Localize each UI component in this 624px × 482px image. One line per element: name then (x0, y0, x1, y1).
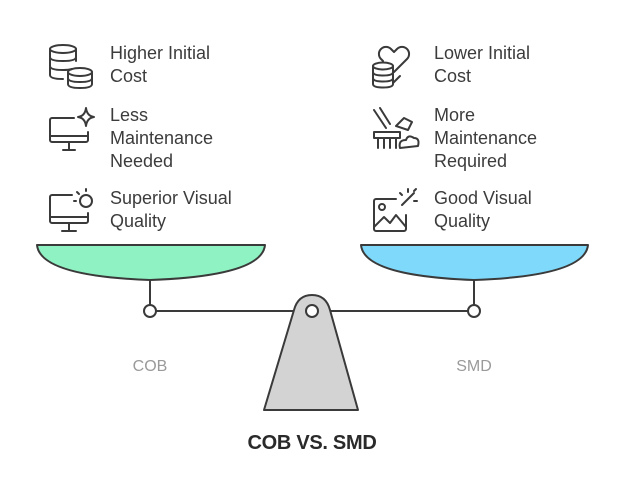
left-item-1-label: Higher Initial Cost (110, 43, 211, 86)
left-item-2: Less Maintenance Needed (46, 104, 213, 173)
left-pan (36, 244, 266, 281)
stand-pivot (305, 304, 319, 318)
monitor-sparkle-icon (49, 107, 95, 151)
left-side-label: COB (132, 358, 168, 375)
heart-coins-icon (372, 45, 411, 89)
left-item-2-label: Less Maintenance Needed (110, 105, 214, 171)
right-item-1: Lower Initial Cost (370, 42, 530, 92)
left-item-1: Higher Initial Cost (46, 42, 210, 92)
right-item-3: Good Visual Quality (370, 187, 532, 237)
right-item-2: More Maintenance Required (370, 104, 537, 173)
left-item-3-label: Superior Visual Quality (110, 188, 232, 231)
cleaning-brush-icon (373, 107, 420, 149)
monitor-sun-icon (49, 188, 93, 232)
left-pivot (143, 304, 157, 318)
scale-stand (263, 294, 359, 411)
image-sparkle-icon (373, 188, 418, 232)
right-item-3-label: Good Visual Quality (434, 188, 532, 231)
coin-stack-icon (49, 44, 93, 89)
right-item-1-label: Lower Initial Cost (434, 43, 531, 86)
left-item-3: Superior Visual Quality (46, 187, 232, 237)
right-item-2-label: More Maintenance Required (434, 105, 538, 171)
right-pivot (467, 304, 481, 318)
right-pan (360, 244, 589, 281)
right-side-label: SMD (456, 358, 492, 375)
diagram-title: COB VS. SMD (247, 432, 377, 454)
